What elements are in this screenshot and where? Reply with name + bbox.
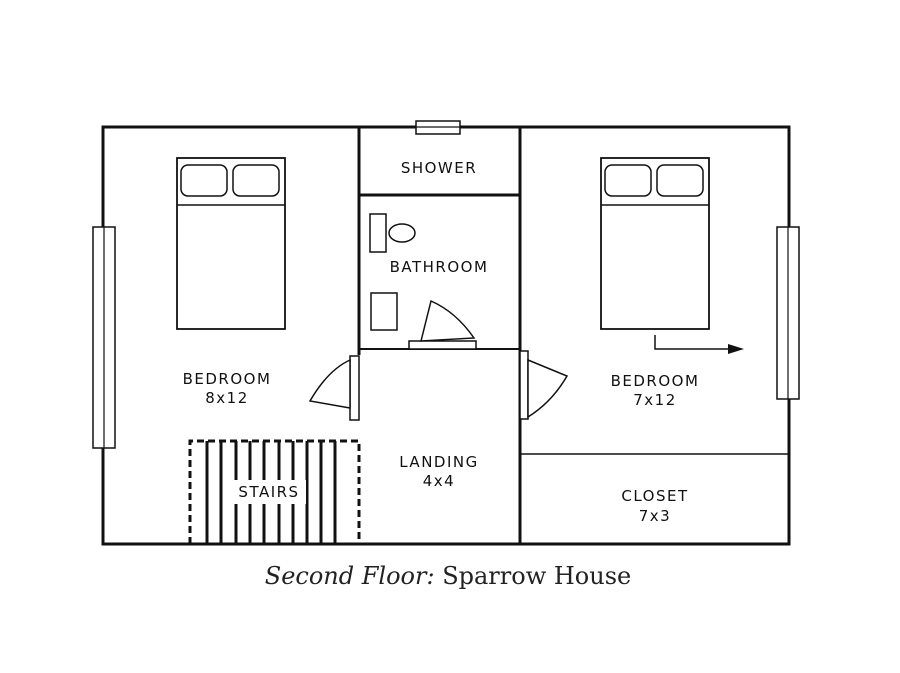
bedroom-right-door — [519, 350, 569, 420]
room-size-bedroom-left: 8x12 — [205, 389, 249, 407]
room-label-landing: LANDING — [399, 453, 479, 471]
pillow — [232, 164, 280, 197]
bed-left — [176, 157, 286, 330]
sink — [370, 292, 398, 331]
stairs — [188, 439, 361, 544]
pillow — [656, 164, 704, 197]
pillow — [604, 164, 652, 197]
room-size-closet: 7x3 — [639, 507, 671, 525]
room-size-bedroom-right: 7x12 — [633, 391, 677, 409]
room-label-stairs: STAIRS — [238, 483, 299, 501]
toilet-tank — [369, 213, 387, 253]
room-label-closet: CLOSET — [621, 487, 688, 505]
plan-caption: Second Floor: Sparrow House — [265, 562, 631, 590]
bed-right — [600, 157, 710, 330]
toilet-bowl — [388, 223, 416, 243]
caption-house: Sparrow House — [442, 562, 631, 590]
room-size-landing: 4x4 — [423, 472, 455, 490]
room-label-bedroom-right: BEDROOM — [611, 372, 700, 390]
caption-floor: Second Floor: — [265, 562, 435, 590]
room-label-bedroom-left: BEDROOM — [183, 370, 272, 388]
room-label-bathroom: BATHROOM — [390, 258, 489, 276]
room-label-shower: SHOWER — [401, 159, 477, 177]
stairs-label-bg — [232, 480, 306, 504]
arrow-indicator — [654, 335, 744, 354]
bathroom-door — [408, 299, 477, 350]
bedroom-left-door — [308, 355, 360, 421]
pillow — [180, 164, 228, 197]
